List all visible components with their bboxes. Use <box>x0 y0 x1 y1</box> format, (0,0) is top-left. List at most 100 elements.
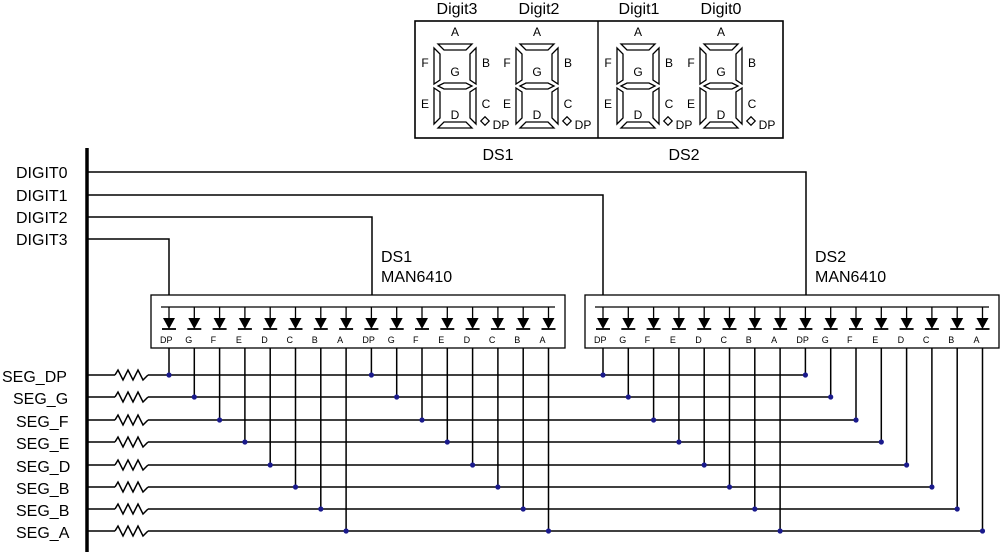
junction-dot <box>520 506 526 512</box>
digit2-segment-g <box>518 82 556 90</box>
digit3-wire <box>87 238 170 307</box>
ds1-package-label: DS1 <box>482 147 513 164</box>
digit-label-g: G <box>716 65 725 79</box>
pin-label: F <box>847 335 853 345</box>
led-diode-icon <box>264 318 277 329</box>
pin-label: B <box>948 335 954 345</box>
pin-label: B <box>514 335 520 345</box>
pin-label: D <box>261 335 268 345</box>
decimal-point-icon <box>561 115 573 127</box>
junction-dot <box>394 394 400 400</box>
digit1-segment-d <box>619 121 657 129</box>
junction-dot <box>752 506 758 512</box>
digit-label-f: F <box>503 56 510 70</box>
digit-label-c: C <box>482 97 491 111</box>
junction-dot <box>853 417 859 423</box>
digit2-segment-c <box>551 86 559 126</box>
led-diode-icon <box>799 318 812 329</box>
digit0-segment-b <box>735 46 743 86</box>
pin-label: DP <box>796 335 809 345</box>
pin-label: B <box>746 335 752 345</box>
junction-dot <box>954 506 960 512</box>
digit-label-f: F <box>687 56 694 70</box>
pin-label: F <box>645 335 651 345</box>
led-diode-icon <box>850 318 862 329</box>
digit-label-dp: DP <box>676 118 693 132</box>
digit-label-c: C <box>564 97 573 111</box>
led-diode-icon <box>597 318 609 329</box>
pin-label: D <box>695 335 702 345</box>
pin-label: DP <box>160 335 173 345</box>
resistor-icon <box>114 368 149 382</box>
digit2-segment-e <box>515 86 523 126</box>
pin-label: C <box>489 335 496 345</box>
digit-label-c: C <box>665 97 674 111</box>
digit-label-b: B <box>748 56 756 70</box>
junction-dot <box>929 484 935 490</box>
seg-b-label-2: SEG_B <box>16 503 69 520</box>
junction-dot <box>217 417 223 423</box>
digit0-signal-label: DIGIT0 <box>16 165 68 182</box>
digit1-segment-a <box>619 43 657 51</box>
pin-label: E <box>438 335 444 345</box>
seg-b-label-1: SEG_B <box>16 481 69 498</box>
resistor-icon <box>114 390 149 404</box>
led-diode-icon <box>390 318 403 329</box>
signal-labels: DIGIT0 DIGIT1 DIGIT2 DIGIT3 SEG_DP SEG_G… <box>2 165 70 542</box>
digit-label-f: F <box>421 56 428 70</box>
pin-label: A <box>337 335 343 345</box>
junction-dot <box>979 528 986 534</box>
led-diode-icon <box>925 318 938 329</box>
digit-label-dp: DP <box>575 118 592 132</box>
resistor-icon <box>114 458 149 472</box>
digit1-segment-f <box>616 46 624 86</box>
led-diode-icon <box>951 318 964 329</box>
pin-label: D <box>464 335 471 345</box>
junction-dot <box>545 528 552 534</box>
junctions <box>166 372 986 534</box>
junction-dot <box>470 462 476 468</box>
seg-dp-label: SEG_DP <box>2 369 67 386</box>
digit0-segment-e <box>699 86 707 126</box>
pin-label: A <box>771 335 777 345</box>
led-diode-icon <box>647 318 660 329</box>
led-diode-icon <box>188 318 201 329</box>
digit-label-g: G <box>532 65 541 79</box>
seg-a-label: SEG_A <box>16 525 70 542</box>
digit-label-c: C <box>748 97 757 111</box>
digit-label-a: A <box>533 25 541 39</box>
junction-dot <box>495 484 501 490</box>
junction-dot <box>166 372 172 378</box>
digit-label-a: A <box>451 25 459 39</box>
pin-label: A <box>540 335 546 345</box>
digit1-segment-e <box>616 86 624 126</box>
digit0-title: Digit0 <box>701 1 742 18</box>
digit2-segment-d <box>518 121 556 129</box>
digit-label-d: D <box>533 108 542 122</box>
pin-label: C <box>287 335 294 345</box>
digit3-title: Digit3 <box>437 1 478 18</box>
digit-label-b: B <box>665 56 673 70</box>
junction-dot <box>904 462 910 468</box>
junction-dot <box>676 439 682 445</box>
digit1-wire <box>87 194 604 307</box>
pin-label: C <box>923 335 930 345</box>
junction-dot <box>828 394 834 400</box>
seg-e-label: SEG_E <box>16 436 69 453</box>
resistor-icon <box>114 524 149 538</box>
seg-d-label: SEG_D <box>16 459 70 476</box>
digit0-segment-c <box>735 86 743 126</box>
pin-label: G <box>822 335 829 345</box>
digit2-segment-f <box>515 46 523 86</box>
wiring <box>87 171 984 532</box>
digit0-segment-g <box>702 82 740 90</box>
digit-label-e: E <box>604 97 612 111</box>
pin-label: G <box>619 335 626 345</box>
digit3-segment-f <box>433 46 441 86</box>
digit3-segment-e <box>433 86 441 126</box>
led-diode-icon <box>365 318 378 329</box>
pin-label: F <box>211 335 217 345</box>
